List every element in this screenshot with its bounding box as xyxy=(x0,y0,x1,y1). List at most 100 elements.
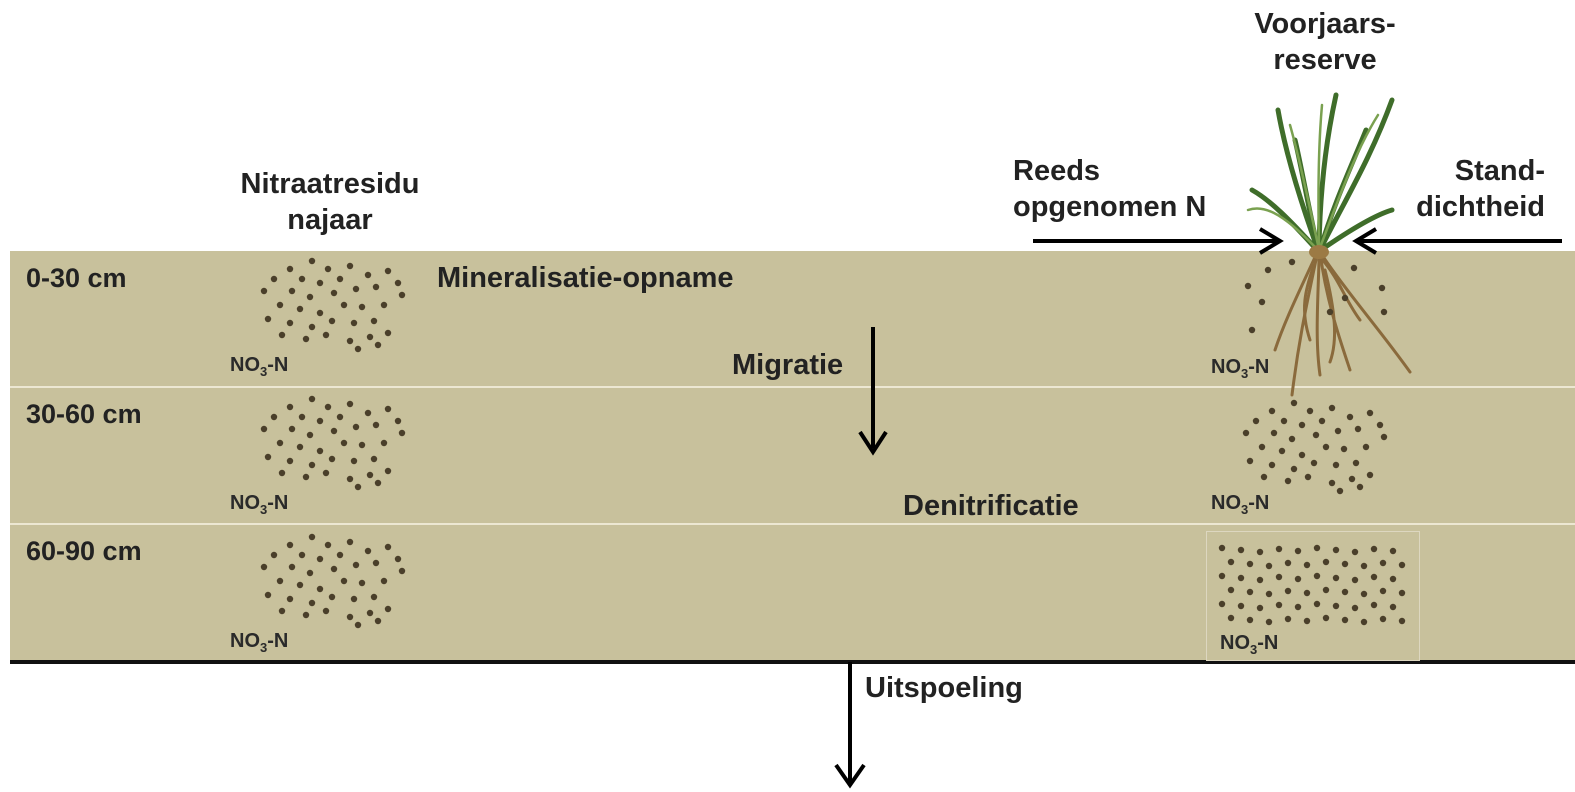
nitrate-dot xyxy=(1290,465,1298,473)
nitrate-dot xyxy=(316,447,324,455)
nitrate-dot xyxy=(324,541,332,549)
nitrate-label-right-0-30: NO3-N xyxy=(1211,356,1270,381)
nitrate-dot xyxy=(264,315,272,323)
nitrate-dot xyxy=(346,613,354,621)
nitrate-dot xyxy=(316,555,324,563)
nitrate-dot xyxy=(350,457,358,465)
nitrate-dot xyxy=(324,265,332,273)
nitrate-dot xyxy=(1346,413,1354,421)
nitrate-dot xyxy=(328,455,336,463)
nitrate-dot xyxy=(1336,487,1344,495)
nitrate-dot xyxy=(1256,548,1264,556)
nitrate-dot xyxy=(322,331,330,339)
absorbed-n-line2: opgenomen N xyxy=(1013,191,1207,223)
nitrate-dot xyxy=(276,577,284,585)
nitrate-dot xyxy=(1218,572,1226,580)
nitrate-residue-line2: najaar xyxy=(287,204,373,236)
nitrate-dot xyxy=(1275,573,1283,581)
layer-separator-1 xyxy=(10,386,1575,388)
nitrate-dot xyxy=(302,335,310,343)
nitrate-dot xyxy=(372,421,380,429)
nitrate-cluster-left-0-30 xyxy=(260,257,406,353)
nitrate-dot xyxy=(324,403,332,411)
nitrate-dot xyxy=(1278,447,1286,455)
nitrate-dot xyxy=(302,611,310,619)
nitrate-dot xyxy=(1288,435,1296,443)
nitrate-dot xyxy=(1303,617,1311,625)
nitrate-dot xyxy=(1242,429,1250,437)
nitrate-dot xyxy=(1352,459,1360,467)
nitrate-dot xyxy=(1328,404,1336,412)
nitrate-dot xyxy=(380,439,388,447)
nitrate-dot xyxy=(1360,590,1368,598)
nitrate-dot xyxy=(308,257,316,265)
nitrate-dot xyxy=(372,559,380,567)
nitrate-dot xyxy=(1360,618,1368,626)
nitrate-dot xyxy=(1398,589,1406,597)
nitrate-dot xyxy=(1237,574,1245,582)
nitrate-dot xyxy=(1265,618,1273,626)
layer-separator-2 xyxy=(10,523,1575,525)
nitrate-dot xyxy=(340,577,348,585)
nitrate-dot xyxy=(350,319,358,327)
nitrate-dot xyxy=(398,567,406,575)
nitrate-dot xyxy=(398,429,406,437)
nitrate-dot xyxy=(298,551,306,559)
nitrate-residue-label: Nitraatresidu najaar xyxy=(205,166,455,238)
nitrate-dot xyxy=(352,285,360,293)
nitrate-dot xyxy=(1376,421,1384,429)
nitrate-dot xyxy=(384,467,392,475)
nitrate-dot xyxy=(358,303,366,311)
nitrate-dot xyxy=(1332,602,1340,610)
nitrate-dot xyxy=(328,593,336,601)
arrow-right-icon xyxy=(1033,227,1284,255)
absorbed-n-line1: Reeds xyxy=(1013,155,1101,187)
nitrate-dot xyxy=(384,543,392,551)
nitrate-dot xyxy=(1379,615,1387,623)
nitrate-dot xyxy=(264,453,272,461)
nitrate-label-left-0-30: NO3-N xyxy=(230,354,289,379)
nitrate-dot xyxy=(278,469,286,477)
nitrate-dot xyxy=(346,538,354,546)
nitrate-dot xyxy=(336,275,344,283)
nitrate-dot xyxy=(1310,459,1318,467)
nitrate-dot xyxy=(328,317,336,325)
nitrate-dot xyxy=(260,425,268,433)
nitrate-cluster-left-60-90 xyxy=(260,533,406,629)
nitrate-dot xyxy=(1303,589,1311,597)
nitrate-dot xyxy=(370,593,378,601)
nitrate-cluster-right-0-30 xyxy=(1244,258,1388,334)
nitrate-dot xyxy=(308,395,316,403)
nitrate-dot xyxy=(1341,616,1349,624)
nitrate-dot xyxy=(394,417,402,425)
nitrate-dot xyxy=(1370,601,1378,609)
leaching-label: Uitspoeling xyxy=(865,672,1023,704)
nitrate-dot xyxy=(270,413,278,421)
nitrate-cluster-right-60-90 xyxy=(1218,544,1406,626)
nitrate-dot xyxy=(1356,483,1364,491)
nitrate-dot xyxy=(372,283,380,291)
arrow-down-icon xyxy=(858,327,888,456)
nitrate-dot xyxy=(366,471,374,479)
nitrate-dot xyxy=(1298,451,1306,459)
nitrate-dot xyxy=(1268,407,1276,415)
nitrate-dot xyxy=(322,607,330,615)
nitrate-dot xyxy=(1341,588,1349,596)
layer-label-30-60: 30-60 cm xyxy=(26,399,142,429)
bottom-boundary xyxy=(10,660,1575,664)
nitrate-dot xyxy=(354,621,362,629)
nitrate-dot xyxy=(1256,576,1264,584)
nitrate-dot xyxy=(1246,560,1254,568)
nitrate-dot xyxy=(340,439,348,447)
nitrate-dot xyxy=(354,345,362,353)
nitrate-dot xyxy=(1237,546,1245,554)
nitrate-dot xyxy=(1294,575,1302,583)
nitrate-dot xyxy=(1248,326,1256,334)
nitrate-dot xyxy=(308,461,316,469)
nitrate-dot xyxy=(1370,573,1378,581)
nitrate-dot xyxy=(1275,545,1283,553)
nitrate-dot xyxy=(330,427,338,435)
nitrate-dot xyxy=(1258,443,1266,451)
nitrate-dot xyxy=(1268,461,1276,469)
